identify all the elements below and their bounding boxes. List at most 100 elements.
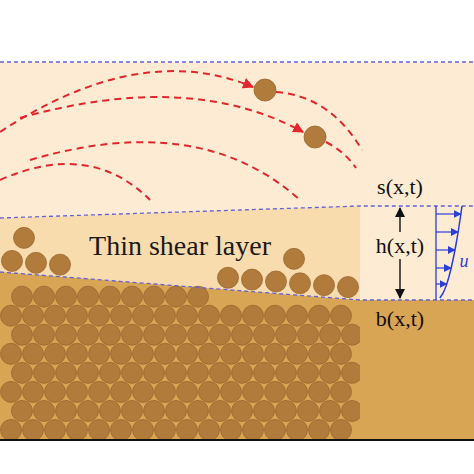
bed-grain (89, 343, 110, 364)
domain-top-line (0, 61, 474, 62)
bed-grain (320, 400, 341, 421)
bed-grain (331, 305, 352, 326)
bed-grain (12, 286, 33, 307)
bed-grain (144, 400, 165, 421)
bed-grain (111, 305, 132, 326)
bed-grain (276, 400, 297, 421)
shear-grain (14, 227, 35, 248)
bed-grain (133, 305, 154, 326)
bed-grain (309, 420, 330, 441)
bed-grain (254, 400, 275, 421)
bed-grain (23, 381, 44, 402)
bed-grain (254, 324, 275, 345)
bed-grain (243, 381, 264, 402)
bed-grain (34, 400, 55, 421)
bed-grain (78, 400, 99, 421)
bed-grain (56, 400, 77, 421)
granular-bed (0, 272, 360, 440)
bed-grain (177, 305, 198, 326)
saltation-trajectory (326, 142, 356, 168)
bed-grain (56, 324, 77, 345)
saltating-particle (304, 126, 326, 148)
bed-grain (298, 362, 319, 383)
bed-grain (210, 400, 231, 421)
bed-grain (144, 324, 165, 345)
bed-grain (133, 343, 154, 364)
bed-grain (122, 400, 143, 421)
bed-grain (78, 324, 99, 345)
bed-grain (265, 420, 286, 441)
bed-grain (177, 420, 198, 441)
profile-axis (435, 206, 436, 300)
bed-grain (309, 381, 330, 402)
shear-grain (50, 254, 71, 275)
bed-grain (210, 324, 231, 345)
bed-grain (177, 381, 198, 402)
bed-grain (1, 305, 22, 326)
velocity-arrow (436, 249, 455, 250)
bed-line (0, 272, 474, 300)
bed-grain (199, 381, 220, 402)
bed-grain (221, 381, 242, 402)
bed-grain (23, 420, 44, 441)
bed-grain (45, 381, 66, 402)
shear-grain (26, 252, 47, 273)
bed-grain (34, 324, 55, 345)
bed-particles (1, 286, 361, 440)
interface-label: b(x,t) (374, 307, 426, 331)
bed-grain (287, 343, 308, 364)
bed-grain (287, 420, 308, 441)
bed-grain (122, 362, 143, 383)
bed-grain (166, 400, 187, 421)
bed-grain (199, 343, 220, 364)
bed-grain (309, 343, 330, 364)
bed-grain (155, 420, 176, 441)
bed-grain (67, 305, 88, 326)
bed-grain (188, 362, 209, 383)
bed-grain (34, 362, 55, 383)
bed-grain (100, 286, 121, 307)
bed-grain (67, 343, 88, 364)
saltation-trajectory (0, 164, 150, 200)
bed-grain (144, 362, 165, 383)
bed-grain (111, 420, 132, 441)
shear-grain (218, 267, 239, 288)
bed-grain (287, 381, 308, 402)
bed-grain (100, 362, 121, 383)
bed-grain (331, 381, 352, 402)
bed-grain (1, 420, 22, 441)
velocity-arrow (436, 267, 451, 268)
bed-grain (232, 362, 253, 383)
bed-grain (342, 362, 361, 383)
bed-grain (111, 381, 132, 402)
bed-grain (254, 362, 275, 383)
bed-grain (199, 305, 220, 326)
bed-block (360, 300, 474, 440)
bed-grain (276, 324, 297, 345)
bed-grain (331, 420, 352, 441)
bed-grain (67, 381, 88, 402)
bed-grain (166, 286, 187, 307)
interface-label: s(x,t) (375, 175, 425, 199)
bed-grain (78, 362, 99, 383)
velocity-arrow (436, 283, 447, 284)
bed-grain (111, 343, 132, 364)
shear-particles (2, 227, 359, 297)
bed-grain (122, 324, 143, 345)
thickness-arrow (399, 208, 400, 232)
bed-grain (78, 286, 99, 307)
bed-grain (89, 305, 110, 326)
shear-grain (290, 273, 311, 294)
saltation-trajectory (20, 97, 303, 132)
bed-grain (133, 381, 154, 402)
bed-grain (23, 305, 44, 326)
shear-grain (284, 248, 305, 269)
bed-grain (100, 324, 121, 345)
bed-grain (221, 343, 242, 364)
bed-grain (342, 324, 361, 345)
bed-grain (166, 362, 187, 383)
bed-grain (265, 305, 286, 326)
bed-grain (34, 286, 55, 307)
bed-grain (166, 324, 187, 345)
